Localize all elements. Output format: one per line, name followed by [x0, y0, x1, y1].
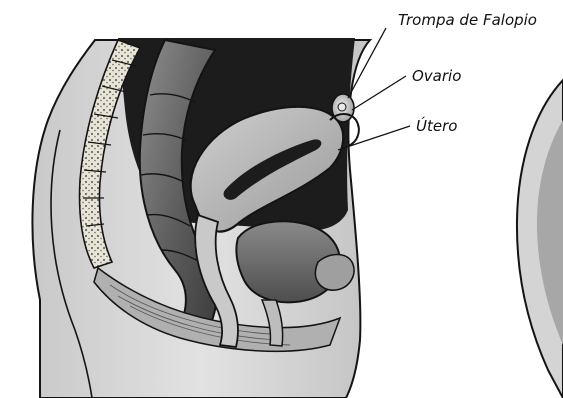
ovary-follicle [338, 103, 346, 111]
label-uterus: Útero [416, 116, 457, 135]
leader-ovary [352, 76, 406, 110]
pubic-bone [315, 255, 354, 291]
label-fallopian-tube: Trompa de Falopio [398, 11, 537, 29]
label-ovary: Ovario [412, 67, 461, 85]
